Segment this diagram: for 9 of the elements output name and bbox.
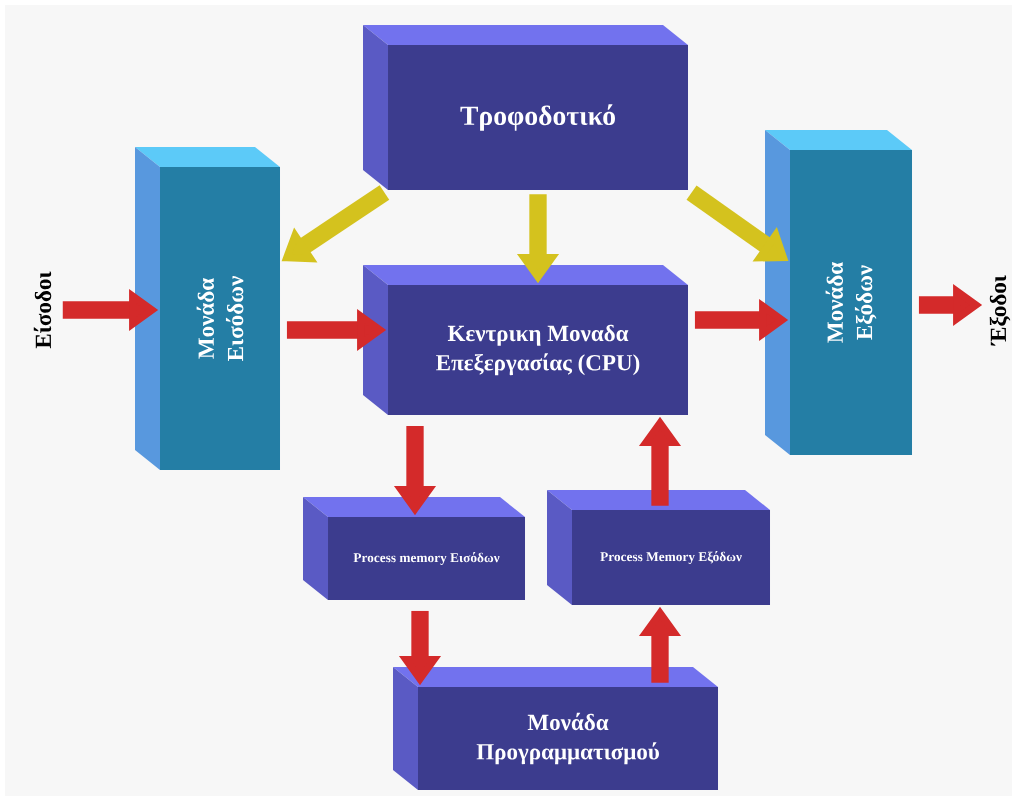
block-box: Τροφοδοτικό <box>363 25 688 190</box>
block-box: Μονάδα Εξόδων <box>765 130 912 455</box>
block-box: Μονάδα Εισόδων <box>135 147 280 470</box>
text-label: Έξοδοι <box>989 275 1011 346</box>
block-box: Process memory Εισόδων <box>303 497 525 600</box>
block-box: Process Memory Εξόδων <box>547 490 770 605</box>
block-box: Κεντρικη Μοναδα Επεξεργασίας (CPU) <box>363 265 688 415</box>
block-box: Μονάδα Προγραμματισμού <box>393 667 718 790</box>
text-label: Είσοδοι <box>33 271 52 349</box>
